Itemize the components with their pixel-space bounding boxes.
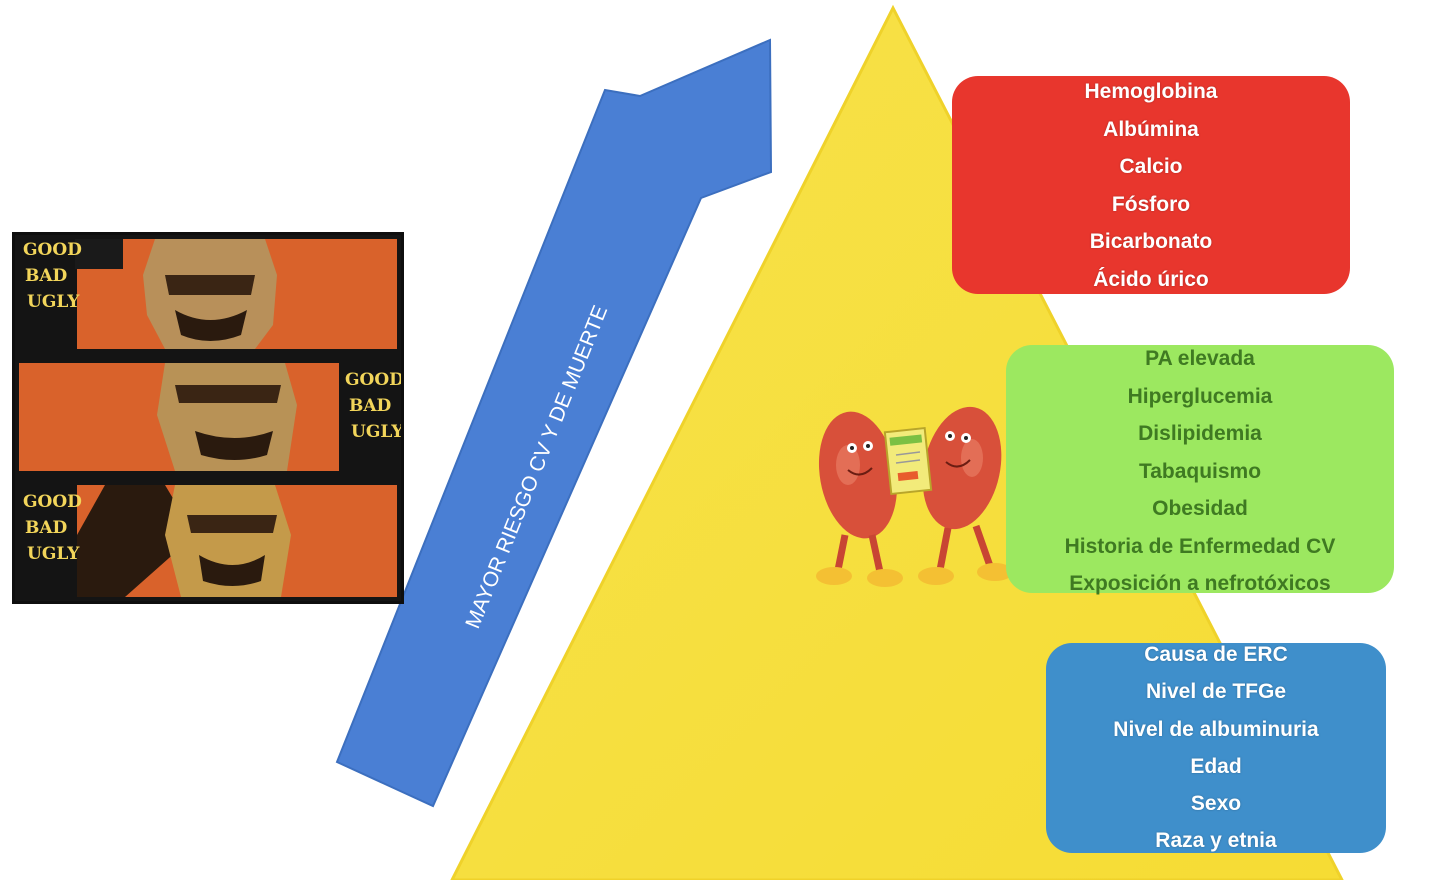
factor-item: Sexo [1190,792,1242,816]
factor-item: Bicarbonato [1089,230,1213,254]
poster-caption-text: GOOD BAD UGLY GOOD BAD UGLY GOOD BAD UGLY [23,240,401,564]
svg-text:BAD: BAD [349,396,392,416]
factor-item: Edad [1190,754,1242,778]
svg-text:BAD: BAD [25,266,68,286]
poster-artwork: GOOD BAD UGLY GOOD BAD UGLY GOOD BAD UGLY [15,235,401,601]
factor-item: Raza y etnia [1155,829,1277,853]
box-bottom-factors: Causa de ERC Nivel de TFGe Nivel de albu… [1046,643,1386,853]
box-middle-factors: PA elevada Hiperglucemia Dislipidemia Ta… [1006,345,1394,595]
svg-text:UGLY: UGLY [27,292,80,312]
svg-text:UGLY: UGLY [351,422,401,442]
factor-item: Exposición a nefrotóxicos [1069,572,1331,595]
factor-item: Calcio [1119,155,1183,179]
factor-item: Ácido úrico [1093,267,1209,291]
factor-item: Dislipidemia [1138,422,1262,445]
risk-arrow [335,38,773,808]
movie-poster-image: GOOD BAD UGLY GOOD BAD UGLY GOOD BAD UGLY [12,232,404,604]
factor-item: PA elevada [1145,347,1255,370]
factor-item: Historia de Enfermedad CV [1064,534,1336,558]
box-top-factors: Hemoglobina Albúmina Calcio Fósforo Bica… [952,76,1350,294]
factor-item: Obesidad [1152,497,1248,520]
svg-text:GOOD: GOOD [23,240,82,260]
factor-item: Causa de ERC [1144,643,1288,666]
factor-item: Hemoglobina [1084,80,1218,103]
svg-text:GOOD: GOOD [345,370,401,390]
factor-item: Hiperglucemia [1127,384,1273,408]
factor-item: Fósforo [1111,192,1191,216]
factor-item: Nivel de albuminuria [1113,717,1319,741]
factor-item: Tabaquismo [1138,459,1262,483]
factor-item: Nivel de TFGe [1145,680,1287,704]
factor-item: Albúmina [1103,117,1199,141]
svg-text:GOOD: GOOD [23,492,82,512]
svg-text:BAD: BAD [25,518,68,538]
svg-text:UGLY: UGLY [27,544,80,564]
kidney-characters-illustration [816,406,1013,587]
